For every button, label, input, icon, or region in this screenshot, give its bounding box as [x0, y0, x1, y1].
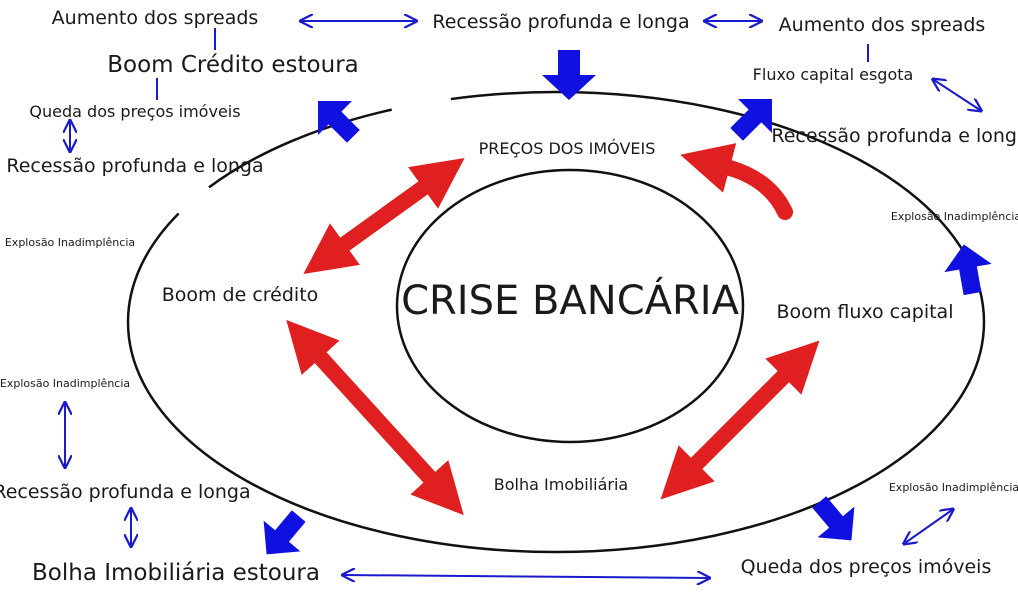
inner-ring — [395, 168, 745, 444]
blue-arrow-right — [944, 244, 992, 296]
label-right-explosao: Explosão Inadimplência — [891, 210, 1018, 223]
node-boom-credito: Boom de crédito — [162, 284, 319, 306]
label-tr-fluxo-esgota: Fluxo capital esgota — [753, 65, 914, 84]
label-top-recessao: Recessão profunda e longa — [432, 11, 689, 33]
red-arrow-bottom-right — [660, 340, 820, 500]
label-left-explosao-2: Explosão Inadimplência — [0, 377, 130, 390]
node-boom-fluxo-capital: Boom fluxo capital — [777, 301, 954, 323]
label-tr-spreads: Aumento dos spreads — [779, 14, 986, 36]
red-arrow-left-bottom — [286, 319, 464, 516]
label-br-explosao: Explosão Inadimplência — [889, 481, 1018, 494]
label-bl-bolha-estoura: Bolha Imobiliária estoura — [32, 560, 320, 586]
node-bolha-imobiliaria: Bolha Imobiliária — [494, 475, 628, 494]
blue-arrow-top-down — [542, 50, 596, 100]
label-tl-queda-precos: Queda dos preços imóveis — [29, 102, 240, 121]
outer-ring — [126, 90, 986, 554]
blue-arrow-top-left — [318, 101, 360, 143]
label-bl-recessao: Recessão profunda e longa — [0, 481, 251, 503]
blue-arrow-bottom-right — [812, 496, 855, 541]
center-title: CRISE BANCÁRIA — [401, 276, 740, 324]
label-tr-recessao: Recessão profunda e longa — [771, 125, 1018, 147]
red-cycle-arrows — [286, 143, 820, 516]
red-arrow-left-top — [303, 158, 465, 274]
label-tl-spreads: Aumento dos spreads — [52, 7, 259, 29]
link-bottom-bolha-to-queda — [344, 575, 708, 578]
label-tl-recessao: Recessão profunda e longa — [6, 155, 263, 177]
label-br-queda-precos: Queda dos preços imóveis — [741, 556, 992, 578]
node-precos-imoveis: PREÇOS DOS IMÓVEIS — [479, 139, 656, 158]
label-left-explosao-1: Explosão Inadimplência — [5, 236, 135, 249]
link-tr-fluxo-to-recessao — [934, 80, 980, 110]
blue-arrow-bottom-left — [263, 510, 306, 555]
blue-arrow-top-right — [730, 99, 772, 141]
link-br-explosao-to-queda — [905, 510, 952, 543]
blue-thick-arrows — [263, 50, 992, 555]
red-arrow-top-right — [680, 143, 793, 220]
label-tl-boom-estoura: Boom Crédito estoura — [107, 52, 359, 78]
blue-connectors — [65, 21, 980, 578]
